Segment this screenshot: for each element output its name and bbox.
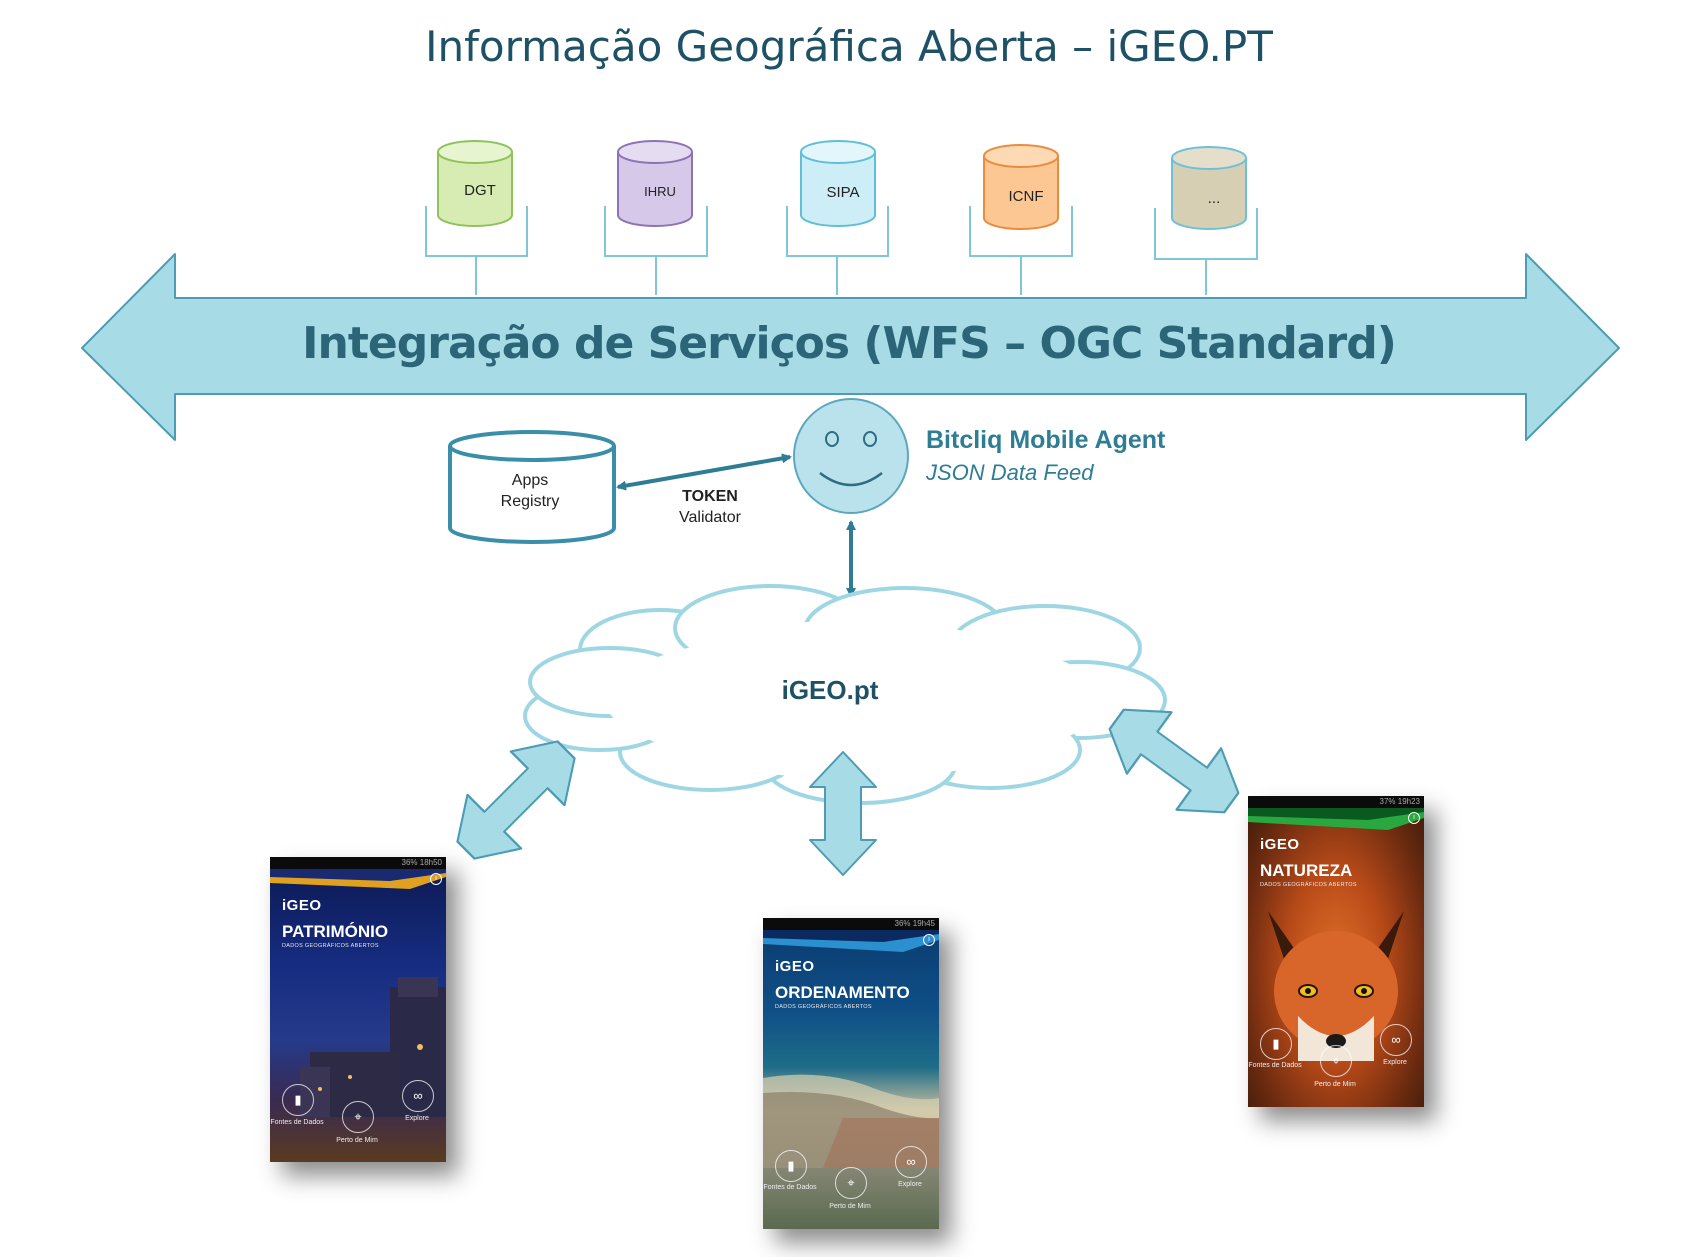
agent-subtitle: JSON Data Feed bbox=[926, 460, 1094, 485]
apps-registry-line1: Apps bbox=[511, 472, 549, 489]
phone-status-bar: 36% 18h50 bbox=[270, 857, 446, 869]
source-more-label: ... bbox=[1207, 190, 1221, 207]
info-icon[interactable]: i bbox=[1408, 812, 1420, 824]
perto-de-mim-button[interactable]: ⌖ bbox=[1320, 1045, 1352, 1077]
token-label: TOKEN bbox=[682, 488, 738, 505]
explore-label: Explore bbox=[898, 1181, 922, 1188]
phone-app-subtitle: DADOS GEOGRÁFICOS ABERTOS bbox=[1260, 882, 1357, 888]
validator-label: Validator bbox=[679, 509, 741, 526]
agent-name: Bitcliq Mobile Agent bbox=[926, 426, 1166, 454]
cloud-phone-left-arrow bbox=[456, 740, 576, 860]
fontes-de-dados-button[interactable]: ▮ bbox=[1260, 1028, 1292, 1060]
phone-app-title: PATRIMÓNIO bbox=[282, 922, 389, 941]
perto-de-mim-label: Perto de Mim bbox=[1314, 1081, 1356, 1088]
info-icon[interactable]: i bbox=[430, 873, 442, 885]
portugal-map-icon: ▮ bbox=[787, 1158, 795, 1173]
fontes-de-dados-label: Fontes de Dados bbox=[1248, 1062, 1302, 1069]
page-title: Informação Geográfica Aberta – iGEO.PT bbox=[425, 22, 1273, 71]
phone-app-subtitle: DADOS GEOGRÁFICOS ABERTOS bbox=[282, 943, 379, 949]
phone-app-subtitle: DADOS GEOGRÁFICOS ABERTOS bbox=[775, 1004, 872, 1010]
source-more-cylinder bbox=[1171, 146, 1247, 230]
info-icon[interactable]: i bbox=[923, 934, 935, 946]
source-connectors bbox=[425, 206, 1258, 295]
phone-header-banner bbox=[1248, 808, 1424, 830]
phone-brand-logo: iGEO bbox=[1260, 836, 1300, 853]
token-validator-label: TOKEN Validator bbox=[660, 486, 760, 528]
phone-ordenamento: 36% 19h45 i iGEO ORDENAMENTO DADOS GEOGR… bbox=[763, 918, 939, 1229]
binoculars-icon: ∞ bbox=[1391, 1032, 1401, 1047]
phone-brand-logo: iGEO bbox=[282, 897, 322, 914]
portugal-map-icon: ▮ bbox=[1272, 1036, 1280, 1051]
apps-registry-line2: Registry bbox=[500, 493, 560, 510]
fontes-de-dados-button[interactable]: ▮ bbox=[775, 1150, 807, 1182]
cloud-label: iGEO.pt bbox=[781, 675, 879, 705]
perto-de-mim-button[interactable]: ⌖ bbox=[342, 1101, 374, 1133]
phone-header-banner bbox=[763, 930, 939, 952]
apps-registry-cylinder bbox=[448, 430, 616, 544]
phone-brand-logo: iGEO bbox=[775, 958, 815, 975]
compass-icon: ⌖ bbox=[1332, 1053, 1340, 1068]
binoculars-icon: ∞ bbox=[906, 1154, 916, 1169]
explore-button[interactable]: ∞ bbox=[1380, 1024, 1412, 1056]
phone-status-bar: 37% 19h23 bbox=[1248, 796, 1424, 808]
cloud-phone-center-arrow bbox=[809, 751, 877, 876]
perto-de-mim-label: Perto de Mim bbox=[829, 1203, 871, 1210]
fontes-de-dados-button[interactable]: ▮ bbox=[282, 1084, 314, 1116]
phone-patrimonio: 36% 18h50 i iGEO PATRIMÓNIO DADOS GEOGRÁ… bbox=[270, 857, 446, 1162]
phone-natureza: 37% 19h23 i iGEO NATUREZA DADOS GEOGRÁFI… bbox=[1248, 796, 1424, 1107]
explore-button[interactable]: ∞ bbox=[895, 1146, 927, 1178]
source-sipa-label: SIPA bbox=[826, 184, 860, 201]
source-ihru-cylinder bbox=[617, 140, 693, 227]
source-dgt-cylinder bbox=[437, 140, 513, 227]
compass-icon: ⌖ bbox=[847, 1175, 855, 1190]
phone-app-title: ORDENAMENTO bbox=[775, 983, 910, 1002]
phone-header-banner bbox=[270, 869, 446, 889]
portugal-map-icon: ▮ bbox=[294, 1092, 302, 1107]
compass-icon: ⌖ bbox=[354, 1109, 362, 1124]
token-arrow bbox=[616, 453, 792, 491]
fontes-de-dados-label: Fontes de Dados bbox=[763, 1184, 817, 1191]
source-ihru-label: IHRU bbox=[644, 184, 676, 199]
source-icnf-label: ICNF bbox=[1008, 188, 1044, 205]
cloud-phone-right-arrow bbox=[1108, 708, 1240, 814]
binoculars-icon: ∞ bbox=[413, 1088, 423, 1103]
smiley-agent-icon bbox=[793, 398, 909, 514]
coastline-illustration bbox=[763, 1074, 939, 1168]
source-icnf-cylinder bbox=[983, 144, 1059, 230]
phone-app-title: NATUREZA bbox=[1260, 861, 1353, 880]
explore-button[interactable]: ∞ bbox=[402, 1080, 434, 1112]
perto-de-mim-label: Perto de Mim bbox=[336, 1137, 378, 1144]
bus-label: Integração de Serviços (WFS – OGC Standa… bbox=[302, 318, 1397, 369]
source-sipa-cylinder bbox=[800, 140, 876, 227]
apps-registry-label: Apps Registry bbox=[450, 470, 610, 512]
source-dgt-label: DGT bbox=[464, 182, 496, 199]
explore-label: Explore bbox=[405, 1115, 429, 1122]
fontes-de-dados-label: Fontes de Dados bbox=[270, 1119, 324, 1126]
fox-illustration bbox=[1268, 911, 1404, 1061]
phone-status-bar: 36% 19h45 bbox=[763, 918, 939, 930]
services-bus-arrow bbox=[81, 253, 1620, 441]
perto-de-mim-button[interactable]: ⌖ bbox=[835, 1167, 867, 1199]
explore-label: Explore bbox=[1383, 1059, 1407, 1066]
